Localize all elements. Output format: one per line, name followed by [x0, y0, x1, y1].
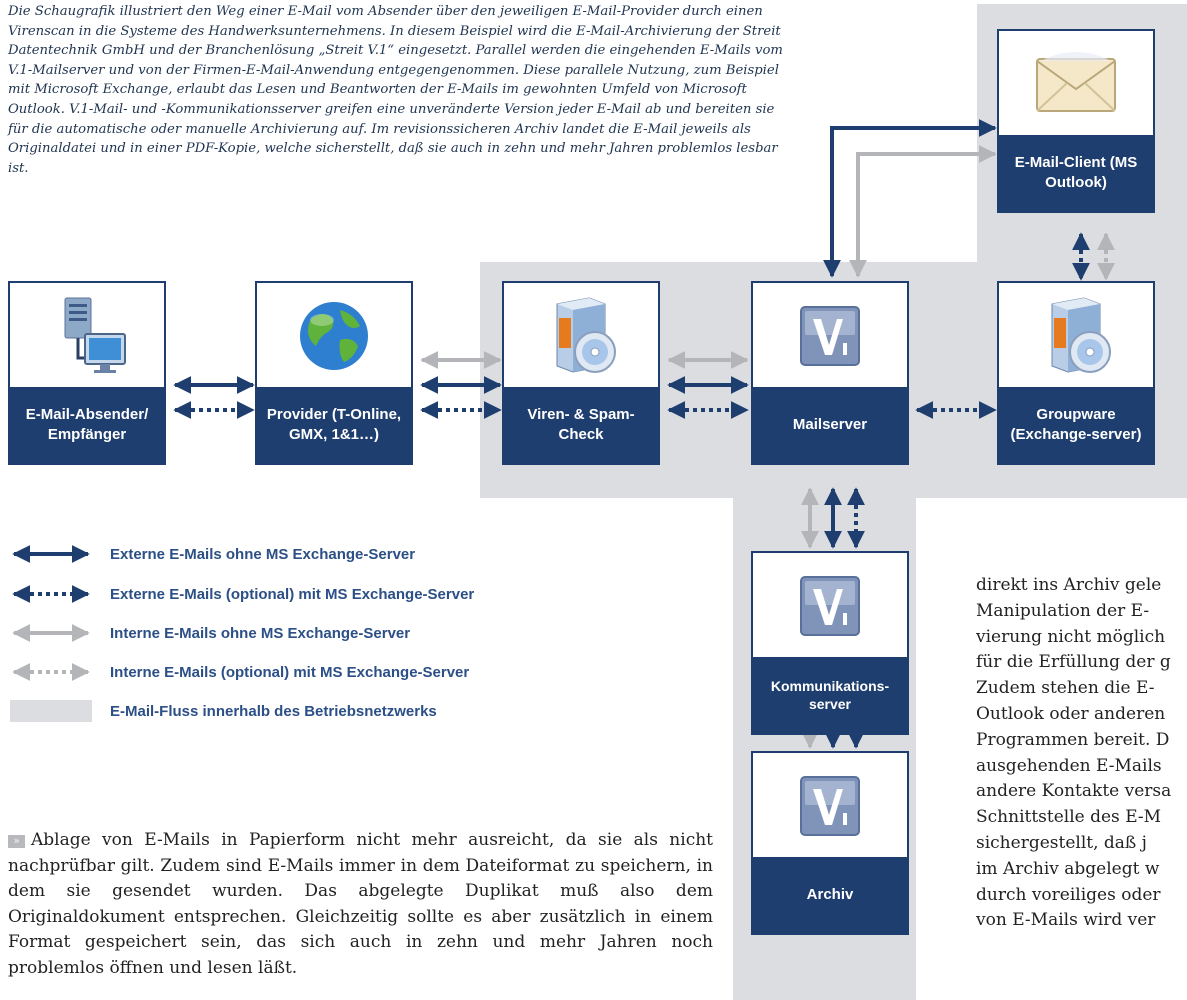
node-virus-check-label: Viren- & Spam-Check: [504, 387, 658, 463]
legend-swatch-dotted-dark: [12, 585, 90, 603]
arrow-mailserver-kommunikation: [801, 487, 865, 549]
node-mailserver-label: Mailserver: [753, 387, 907, 463]
legend-item-external-dotted: Externe E-Mails (optional) mit MS Exchan…: [10, 583, 474, 605]
computer-server-icon: [10, 283, 164, 389]
body-text-line: Outlook oder anderen: [976, 703, 1166, 724]
legend-swatch-dotted-gray: [12, 663, 90, 681]
server-disc-icon: [999, 283, 1153, 389]
arrow-client-groupware: [1072, 232, 1115, 281]
legend-label: Interne E-Mails (optional) mit MS Exchan…: [110, 663, 470, 681]
v1-logo-icon: [753, 283, 907, 389]
legend-label: Interne E-Mails ohne MS Exchange-Server: [110, 624, 411, 642]
node-provider-label: Provider (T-Online, GMX, 1&1…): [257, 387, 411, 463]
node-kommunikationsserver-label: Kommunikations-server: [753, 657, 907, 733]
body-text-line: andere Kontakte versa: [976, 781, 1172, 802]
node-archiv: Archiv: [751, 751, 909, 935]
node-mailserver: Mailserver: [751, 281, 909, 465]
diagram-caption: Die Schaugrafik illustriert den Weg eine…: [8, 4, 783, 176]
v1-logo-icon: [753, 753, 907, 859]
envelope-icon: [999, 31, 1153, 137]
body-text-line: ausgehenden E-Mails: [976, 755, 1162, 776]
node-sender-label: E-Mail-Absender/ Empfänger: [10, 387, 164, 463]
node-mail-client: E-Mail-Client (MS Outlook): [997, 29, 1155, 213]
legend-label: E-Mail-Fluss innerhalb des Betriebsnetzw…: [110, 702, 437, 720]
legend-item-internal-dotted: Interne E-Mails (optional) mit MS Exchan…: [10, 661, 469, 683]
node-kommunikationsserver: Kommunikations-server: [751, 551, 909, 735]
server-disc-icon: [504, 283, 658, 389]
body-text-left-content: Ablage von E-Mails in Papierform nicht m…: [8, 830, 713, 978]
legend-swatch-solid-dark: [12, 545, 90, 563]
body-text-line: von E-Mails wird ver: [976, 910, 1156, 931]
node-sender: E-Mail-Absender/ Empfänger: [8, 281, 166, 465]
node-groupware-label: Groupware (Exchange-server): [999, 387, 1153, 463]
body-text-line: Schnittstelle des E-M: [976, 807, 1162, 828]
arrow-virus-mailserver: [667, 351, 749, 419]
body-text-right: direkt ins Archiv gele Manipulation der …: [976, 573, 1187, 934]
arrow-mailserver-client: [823, 119, 997, 278]
body-text-left: »Ablage von E-Mails in Papierform nicht …: [8, 828, 713, 981]
body-text-line: direkt ins Archiv gele: [976, 575, 1162, 595]
body-text-line: im Archiv abgelegt w: [976, 858, 1160, 879]
legend-label: Externe E-Mails ohne MS Exchange-Server: [110, 545, 416, 563]
legend-item-external-solid: Externe E-Mails ohne MS Exchange-Server: [10, 543, 415, 565]
node-groupware: Groupware (Exchange-server): [997, 281, 1155, 465]
body-text-line: sichergestellt, daß j: [976, 832, 1147, 853]
legend-swatch-solid-gray: [12, 624, 90, 642]
globe-icon: [257, 283, 411, 389]
arrow-provider-virus: [420, 351, 502, 419]
continuation-marker-icon: »: [8, 835, 25, 848]
arrow-sender-provider: [173, 376, 255, 419]
body-text-line: Programmen bereit. D: [976, 729, 1170, 750]
body-text-line: Manipulation der E-: [976, 600, 1150, 621]
legend-label: Externe E-Mails (optional) mit MS Exchan…: [110, 585, 475, 603]
legend-swatch-area: [10, 700, 92, 722]
node-provider: Provider (T-Online, GMX, 1&1…): [255, 281, 413, 465]
node-mail-client-label: E-Mail-Client (MS Outlook): [999, 135, 1153, 211]
body-text-line: für die Erfüllung der g: [976, 652, 1171, 673]
body-text-line: vierung nicht möglich: [976, 626, 1166, 647]
body-text-line: durch voreiliges oder: [976, 884, 1161, 905]
node-archiv-label: Archiv: [753, 857, 907, 933]
legend-item-internal-solid: Interne E-Mails ohne MS Exchange-Server: [10, 622, 410, 644]
body-text-line: Zudem stehen die E-: [976, 678, 1155, 699]
legend-item-network-area: E-Mail-Fluss innerhalb des Betriebsnetzw…: [10, 700, 437, 722]
v1-logo-icon: [753, 553, 907, 659]
node-virus-check: Viren- & Spam-Check: [502, 281, 660, 465]
